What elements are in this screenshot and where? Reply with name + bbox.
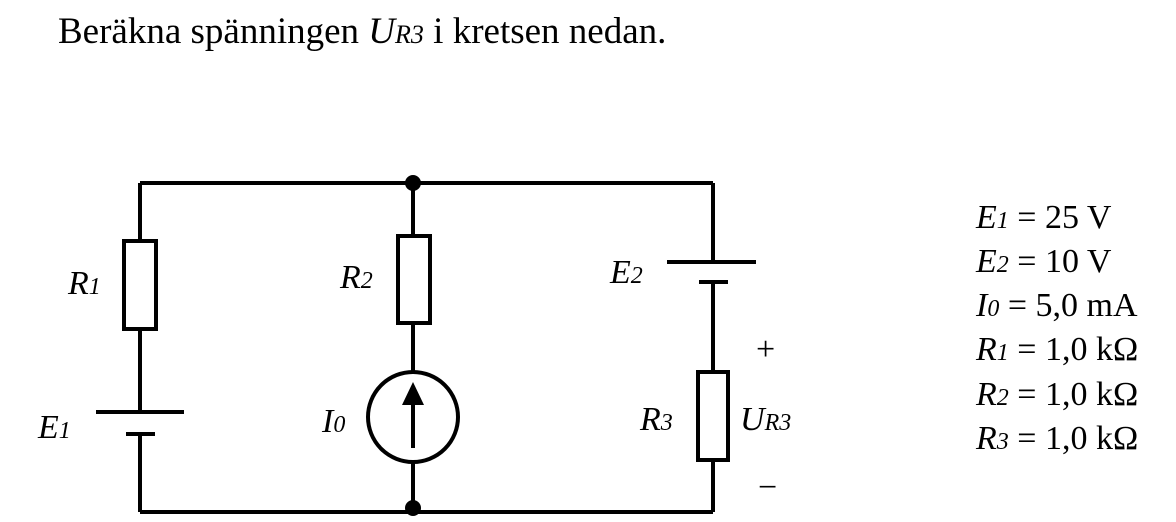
given-e1: E1 = 25 V xyxy=(975,199,1112,236)
wires xyxy=(138,181,715,514)
junction-node-top xyxy=(405,175,421,191)
plus-sign: + xyxy=(756,331,775,368)
label-e2: E2 xyxy=(609,254,643,291)
given-i0: I0 = 5,0 mA xyxy=(975,287,1138,324)
given-r1: R1 = 1,0 kΩ xyxy=(975,331,1138,368)
label-r3: R3 xyxy=(639,401,673,438)
given-values: E1 = 25 V E2 = 10 V I0 = 5,0 mA R1 = 1,0… xyxy=(975,199,1138,457)
label-i0: I0 xyxy=(321,403,345,440)
question-text: Beräkna spänningen UR3 i kretsen nedan. xyxy=(58,11,666,52)
arrow-head-icon xyxy=(402,382,424,405)
label-r1: R1 xyxy=(67,265,101,302)
resistor-r3 xyxy=(696,370,730,462)
label-ur3: UR3 xyxy=(740,401,791,438)
current-source-i0 xyxy=(366,370,460,464)
junction-node-bottom xyxy=(405,500,421,516)
resistor-r2 xyxy=(396,234,432,325)
given-r2: R2 = 1,0 kΩ xyxy=(975,376,1138,413)
given-r3: R3 = 1,0 kΩ xyxy=(975,420,1138,457)
battery-e1 xyxy=(96,410,184,436)
resistor-r1 xyxy=(122,239,158,331)
label-r2: R2 xyxy=(339,259,373,296)
given-e2: E2 = 10 V xyxy=(975,243,1112,280)
label-e1: E1 xyxy=(37,409,71,446)
battery-e2 xyxy=(667,260,756,284)
minus-sign: − xyxy=(758,469,777,506)
